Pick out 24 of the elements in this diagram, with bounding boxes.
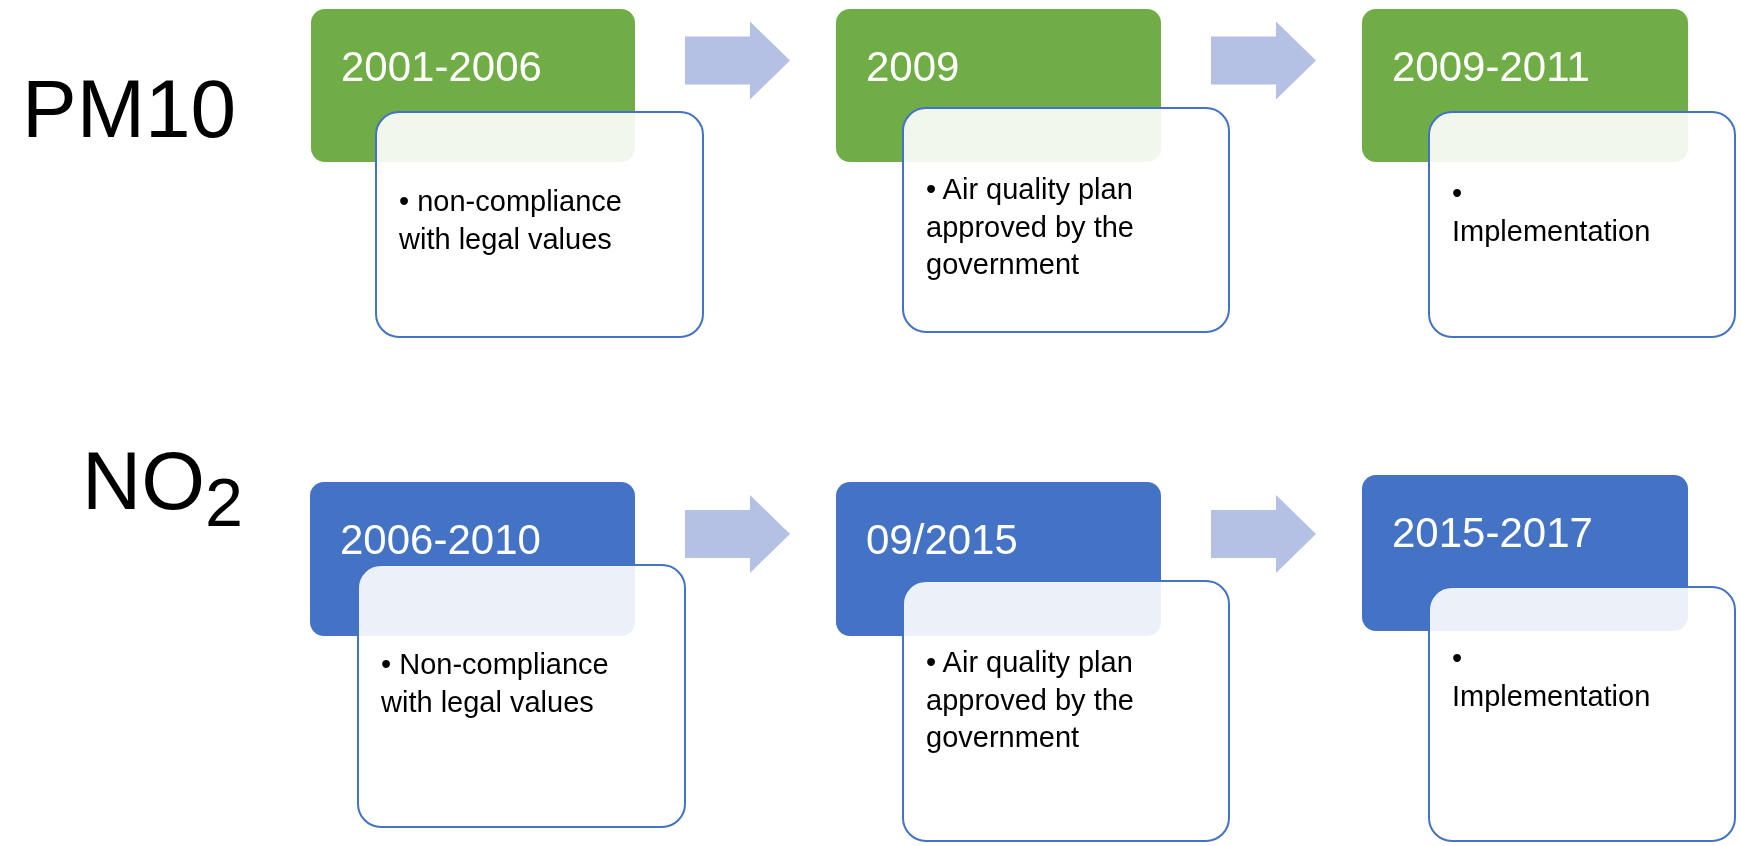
description-box	[1428, 586, 1736, 842]
block-arrow	[685, 495, 790, 573]
bullet-text: • Implementation	[1452, 642, 1651, 712]
bullet-text: • non-compliance with legal values	[399, 185, 622, 255]
bullet-text: • Implementation	[1452, 177, 1651, 247]
description-box	[902, 107, 1230, 333]
period-text: 2001-2006	[341, 43, 542, 90]
description-box	[375, 111, 704, 338]
period-text: 2015-2017	[1392, 509, 1593, 556]
block-arrow	[685, 21, 790, 100]
period-text: 2006-2010	[340, 516, 541, 563]
bullet-text: • Air quality plan approved by the government	[926, 646, 1134, 754]
row-label: NO$_{2}$	[82, 440, 243, 537]
block-arrow	[1211, 495, 1316, 573]
row-label: PM10	[22, 68, 237, 150]
period-text: 09/2015	[866, 516, 1018, 563]
description-box	[357, 564, 686, 828]
description-box	[1428, 111, 1736, 338]
bullet-text: • Air quality plan approved by the government	[926, 173, 1134, 281]
block-arrow	[1211, 21, 1316, 100]
bullet-text: • Non-compliance with legal values	[381, 648, 609, 718]
description-box	[902, 580, 1230, 842]
period-text: 2009-2011	[1392, 43, 1590, 90]
period-text: 2009	[866, 43, 960, 90]
